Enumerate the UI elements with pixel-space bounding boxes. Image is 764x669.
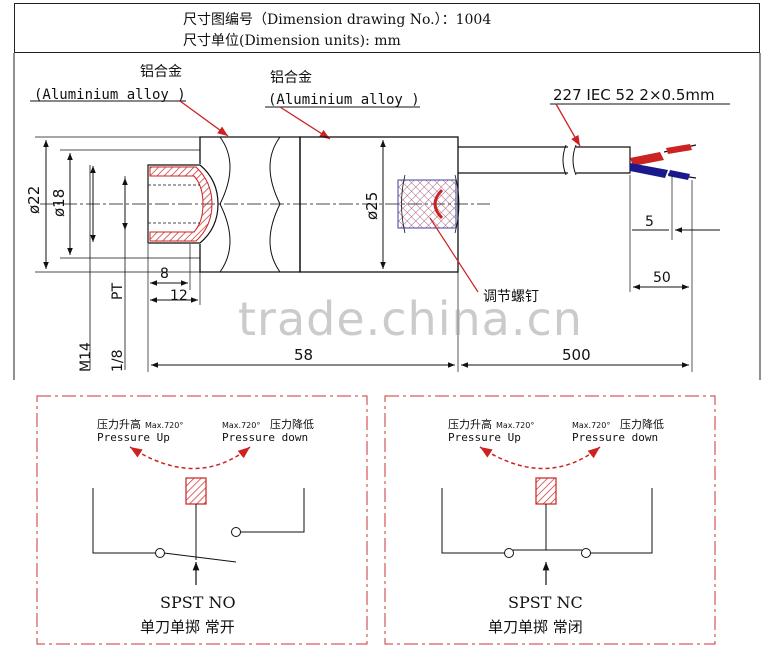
thread-m14-label: M14 [78,342,94,372]
dim-50-label: 50 [653,270,671,286]
cable-jacket [458,146,568,174]
cable-break [562,144,577,176]
panel-spst-nc [384,395,716,645]
watermark: trade.china.cn [238,292,583,346]
wire-red-tip [666,144,692,154]
no-contact-common [155,548,165,558]
break-line-right [454,174,460,234]
cable-spec-label: 227 IEC 52 2×0.5mm [553,86,715,104]
no-desc-label: 单刀单掷 常开 [140,618,235,636]
cable-end [576,146,631,174]
no-pressure-down-cn: 压力降低 [270,417,314,431]
dim-500-label: 500 [562,346,591,364]
threaded-port [147,164,219,244]
port-section-hatch [149,166,213,242]
material-label-en-2: (Aluminium alloy ) [268,92,420,108]
leader-1 [179,100,229,137]
nc-pressure-down-cn: 压力降低 [620,417,664,431]
nc-pressure-up-en: Pressure Up [448,431,521,444]
dim-d25-label: ø25 [363,192,381,220]
dimension-units: 尺寸单位(Dimension units): mm [183,33,401,49]
dim-12-label: 12 [170,288,188,304]
hex-face-left [219,136,231,273]
no-wire-right [240,488,305,533]
nc-wire-right [590,488,653,554]
hex-nut-outline [199,136,301,273]
material-label-cn-2: 铝合金 [270,70,312,86]
dim-d22-label: ø22 [25,186,43,214]
nc-type-label: SPST NC [508,593,583,612]
adjust-screw-leader [429,217,479,293]
nc-contact-common [504,548,514,558]
nc-pressure-up-cn: 压力升高 [448,417,492,431]
no-pressure-up-cn: 压力升高 [97,417,141,431]
dim-5-label: 5 [645,214,654,230]
nc-contact-closed [581,548,591,558]
dim-d18-label: ø18 [50,189,68,217]
no-contact-open [231,527,241,537]
nc-max-right: Max.720° [572,421,610,430]
nc-actuator [535,477,557,505]
wire-blue [630,163,668,178]
cable-leader [555,103,581,147]
drawing-number: 尺寸图编号（Dimension drawing No.）：1004 [183,12,492,28]
no-max-left: Max.720° [145,421,183,430]
adjust-screw-head [433,188,444,220]
no-max-right: Max.720° [222,421,260,430]
nc-max-left: Max.720° [496,421,534,430]
thread-pt-label: PT [110,283,126,300]
nc-desc-label: 单刀单掷 常闭 [488,618,583,636]
no-switch-blade [163,552,237,563]
adjust-screw-label: 调节螺钉 [483,289,539,305]
hex-face-right [269,136,281,273]
no-actuator [185,477,207,505]
thread-18-label: 1/8 [110,349,126,372]
no-rotation-arc [129,446,251,470]
wire-red [630,152,664,166]
leader-2 [279,106,331,140]
no-pressure-down-en: Pressure down [222,431,308,444]
nc-pressure-down-en: Pressure down [572,431,658,444]
break-line-left [401,174,406,234]
nc-rotation-arc [479,446,601,470]
wire-blue-tip [668,170,690,180]
housing-body [299,136,459,273]
no-wire-left [92,488,156,554]
title-block: 尺寸图编号（Dimension drawing No.）：1004 尺寸单位(D… [14,3,760,53]
material-label-cn-1: 铝合金 [140,64,182,80]
no-pressure-up-en: Pressure Up [97,431,170,444]
no-type-label: SPST NO [160,593,236,612]
dim-8-label: 8 [160,266,169,282]
material-label-en-1: (Aluminium alloy ) [34,87,186,103]
panel-spst-no [36,395,368,645]
nc-wire-left [441,488,505,554]
adjust-screw-section [397,179,457,229]
dim-58-label: 58 [294,346,313,364]
